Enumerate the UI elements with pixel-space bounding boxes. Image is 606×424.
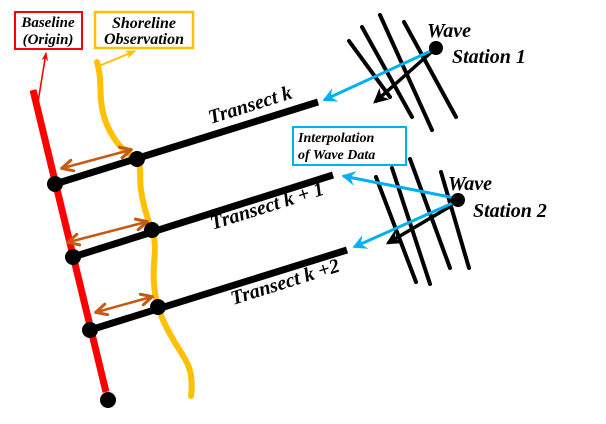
offset-measure-arrow-k: [63, 150, 130, 168]
interpolation-label-box: [292, 126, 407, 166]
interpolation-label-line1: Interpolation: [297, 131, 374, 146]
baseline-label-line2: (Origin): [23, 32, 74, 48]
interpolation-arrow-station2-to-transect-k1: [341, 171, 456, 200]
offset-measure-arrow-k2: [97, 297, 151, 312]
wave-station-2-label-line2: Station 2: [473, 200, 547, 222]
wave-station-1-label-line2: Station 1: [452, 46, 526, 68]
origin-dot-k2: [82, 322, 98, 338]
interpolation-label-line2: of Wave Data: [298, 148, 375, 163]
interpolation-arrow-station2-to-transect-k2: [352, 200, 456, 249]
wave-direction-arrow-station1: [373, 46, 438, 104]
shoreline-label-line1: Shoreline: [112, 15, 176, 32]
transect-k2-line: [88, 246, 349, 334]
node-dots: [47, 41, 465, 408]
shoreline-intersection-dot-k2: [150, 299, 166, 315]
wave-station-2-label-line1: Wave: [448, 173, 492, 195]
interpolation-arrow-station1-to-transect-k: [322, 48, 434, 102]
wave-crest-line: [402, 20, 458, 119]
shoreline-label-box: [93, 10, 195, 50]
baseline-label-box: [14, 11, 83, 50]
wave-crest-line: [439, 170, 471, 270]
wave-station-1-label-line1: Wave: [427, 20, 471, 42]
wave-crest-line: [347, 39, 392, 99]
baseline-label-line1: Baseline: [20, 15, 75, 31]
offset-measure-arrow-k1: [69, 222, 146, 242]
baseline-label-pointer: [37, 51, 49, 103]
shoreline-intersection-dot-k1: [144, 222, 160, 238]
origin-dot-k: [47, 176, 63, 192]
shoreline-label-line2: Observation: [104, 31, 184, 48]
wave-direction-arrow-station2: [385, 204, 452, 245]
baseline-end-dot: [100, 392, 116, 408]
origin-dot-k1: [65, 249, 81, 265]
shoreline-intersection-dot-k: [129, 151, 145, 167]
shoreline-label-pointer: [98, 50, 137, 67]
wave-station-2-dot: [451, 193, 465, 207]
wave-station-1-dot: [429, 41, 443, 55]
